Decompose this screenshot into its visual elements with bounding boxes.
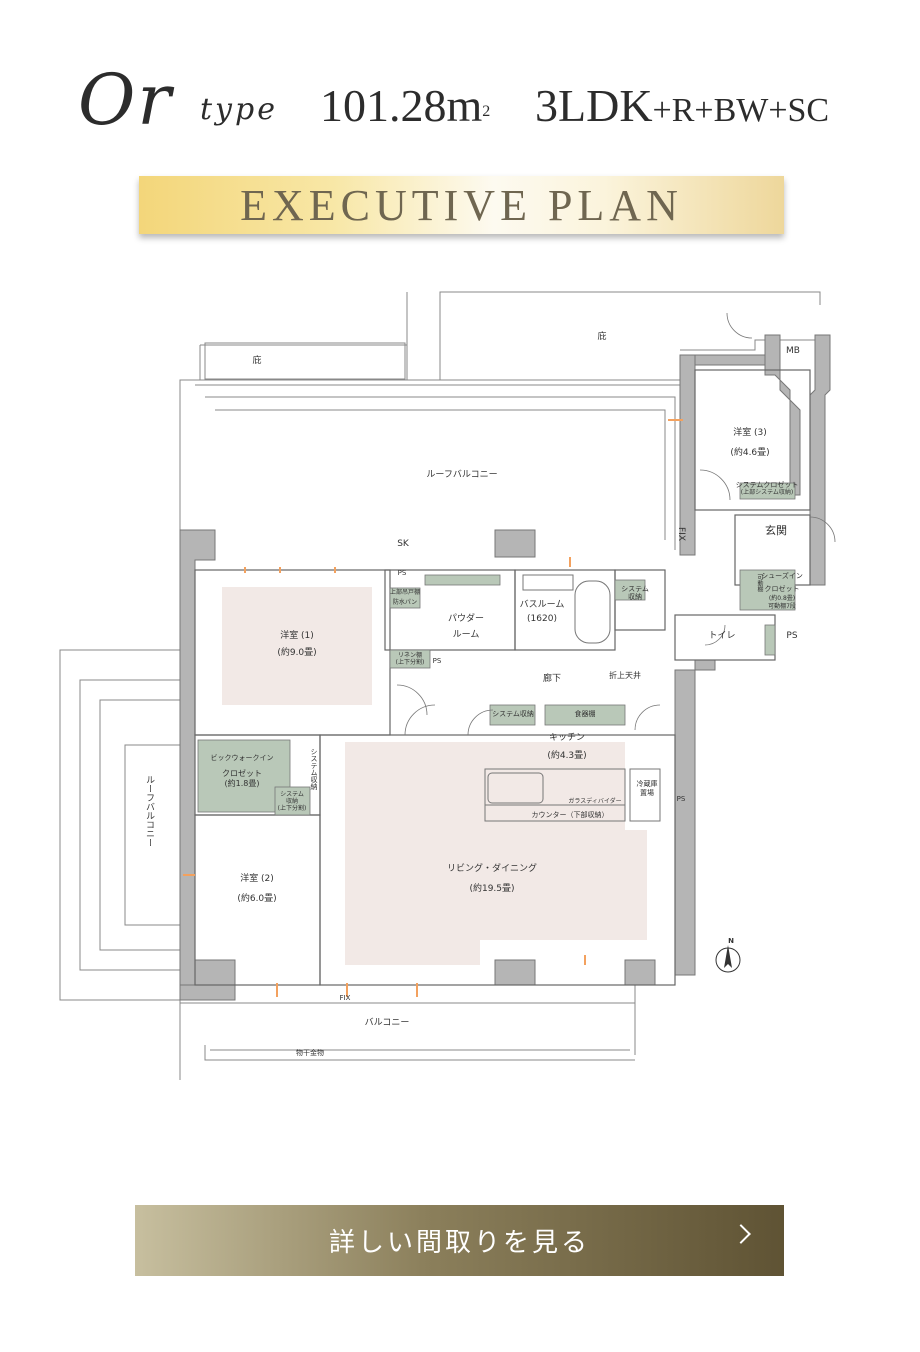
shoes-in-label: シューズイン — [761, 572, 803, 580]
fix-vertical-label: FIX — [676, 527, 686, 541]
living-dining-label: リビング・ダイニング — [446, 864, 538, 874]
wic-label: ビックウォークイン — [210, 754, 274, 762]
counter-label: カウンター（下部収納） — [531, 811, 609, 819]
view-details-button[interactable]: 詳しい間取りを見る — [135, 1205, 784, 1276]
floor-area-value: 101.28m — [320, 80, 483, 131]
layout-main: 3LDK — [535, 80, 653, 131]
north-label: N — [728, 937, 734, 945]
fridge-label: 冷蔵庫 — [636, 780, 658, 788]
powder-room-label2: ルーム — [452, 630, 480, 640]
folded-ceiling-label: 折上天井 — [609, 671, 641, 680]
system-storage-w-label2: 収納 — [285, 798, 299, 805]
kitchen-label: キッチン — [548, 733, 586, 743]
system-storage-w-label: システム — [280, 791, 304, 798]
view-details-label: 詳しい間取りを見る — [328, 1228, 590, 1258]
waterproof-pan-label: 防水パン — [392, 599, 418, 606]
balcony-label: バルコニー — [364, 1018, 410, 1028]
layout-type: 3LDK+R+BW+SC — [535, 76, 829, 141]
room1-size: (約9.0畳) — [277, 648, 317, 658]
wic-size-label: (約1.8畳) — [224, 779, 260, 788]
system-storage-hall-label: システム収納 — [492, 710, 534, 718]
glass-divider-label: ガラスディバイダー — [568, 798, 622, 805]
type-word: type — [200, 92, 278, 127]
bathroom-label: バスルーム — [519, 600, 565, 610]
wic-closet-label: クロゼット — [222, 769, 262, 778]
room2-size: (約6.0畳) — [237, 894, 277, 904]
hisashi-right-label: 庇 — [597, 332, 607, 342]
mb-label: MB — [786, 346, 800, 356]
banner-label: EXECUTIVE PLAN — [240, 180, 683, 230]
fridge-label2: 置場 — [640, 789, 654, 797]
cupboard-label: 食器棚 — [574, 710, 596, 718]
ps-label-kitchen: PS — [676, 795, 686, 803]
bathroom-size: (1620) — [527, 614, 557, 624]
system-storage-bath-label2: 収納 — [628, 593, 642, 601]
floor-plan-drawing — [59, 291, 836, 1080]
upper-shelf-label: 上部吊戸棚 — [389, 589, 421, 596]
sk-label: SK — [397, 539, 409, 549]
executive-plan-banner: EXECUTIVE PLAN — [139, 176, 784, 234]
chevron-right-icon — [731, 1224, 751, 1244]
toilet-label: トイレ — [708, 631, 736, 641]
system-storage-bath-label: システム — [621, 585, 649, 593]
linen-shelf-sub: (上下分割) — [395, 659, 425, 666]
ps-label-toilet: PS — [786, 631, 798, 641]
system-storage-v-label: システム収納 — [310, 748, 318, 790]
room3-closet-label: システムクロゼット — [735, 481, 799, 489]
fix-bottom-label: FIX — [339, 994, 351, 1002]
living-size-label: (約19.5畳) — [469, 884, 515, 894]
ps-label-room1: PS — [397, 569, 407, 577]
room3-size: (約4.6畳) — [730, 448, 770, 458]
shoes-closet-label: クロゼット — [764, 585, 800, 593]
shoes-size-label: (約0.8畳) — [768, 595, 796, 602]
system-storage-w-label3: (上下分割) — [277, 805, 307, 812]
entrance-label: 玄関 — [765, 524, 787, 537]
linen-shelf-label: リネン棚 — [397, 652, 423, 659]
room3-closet-sub: (上部システム収納) — [740, 489, 794, 496]
floor-plan: 庇 庇 MB ルーフバルコニー SK FIX 洋室 (3) (約4.6畳) シス… — [55, 285, 865, 1085]
type-code: Or — [78, 59, 173, 141]
kitchen-size: (約4.3畳) — [547, 751, 587, 761]
floor-area-unit-sup: 2 — [482, 103, 491, 120]
shoes-shelf-label: 可動棚7段 — [768, 603, 796, 610]
hisashi-left-label: 庇 — [252, 356, 262, 366]
roof-balcony-left-label: ルーフバルコニー — [144, 775, 154, 847]
room3-name: 洋室 (3) — [733, 428, 767, 438]
laundry-label: 物干金物 — [296, 1049, 324, 1057]
layout-suffix: +R+BW+SC — [652, 92, 830, 129]
ps-label-linen: PS — [432, 657, 442, 665]
room1-name: 洋室 (1) — [280, 631, 314, 641]
plan-header: Or type 101.28m2 3LDK+R+BW+SC — [0, 60, 920, 140]
shoes-movable-label: 可動棚 — [756, 574, 763, 592]
hallway-label: 廊下 — [542, 674, 562, 684]
roof-balcony-top-label: ルーフバルコニー — [426, 470, 498, 480]
powder-room-label: パウダー — [447, 614, 485, 624]
room2-name: 洋室 (2) — [240, 874, 274, 884]
floor-area: 101.28m2 — [320, 76, 490, 136]
